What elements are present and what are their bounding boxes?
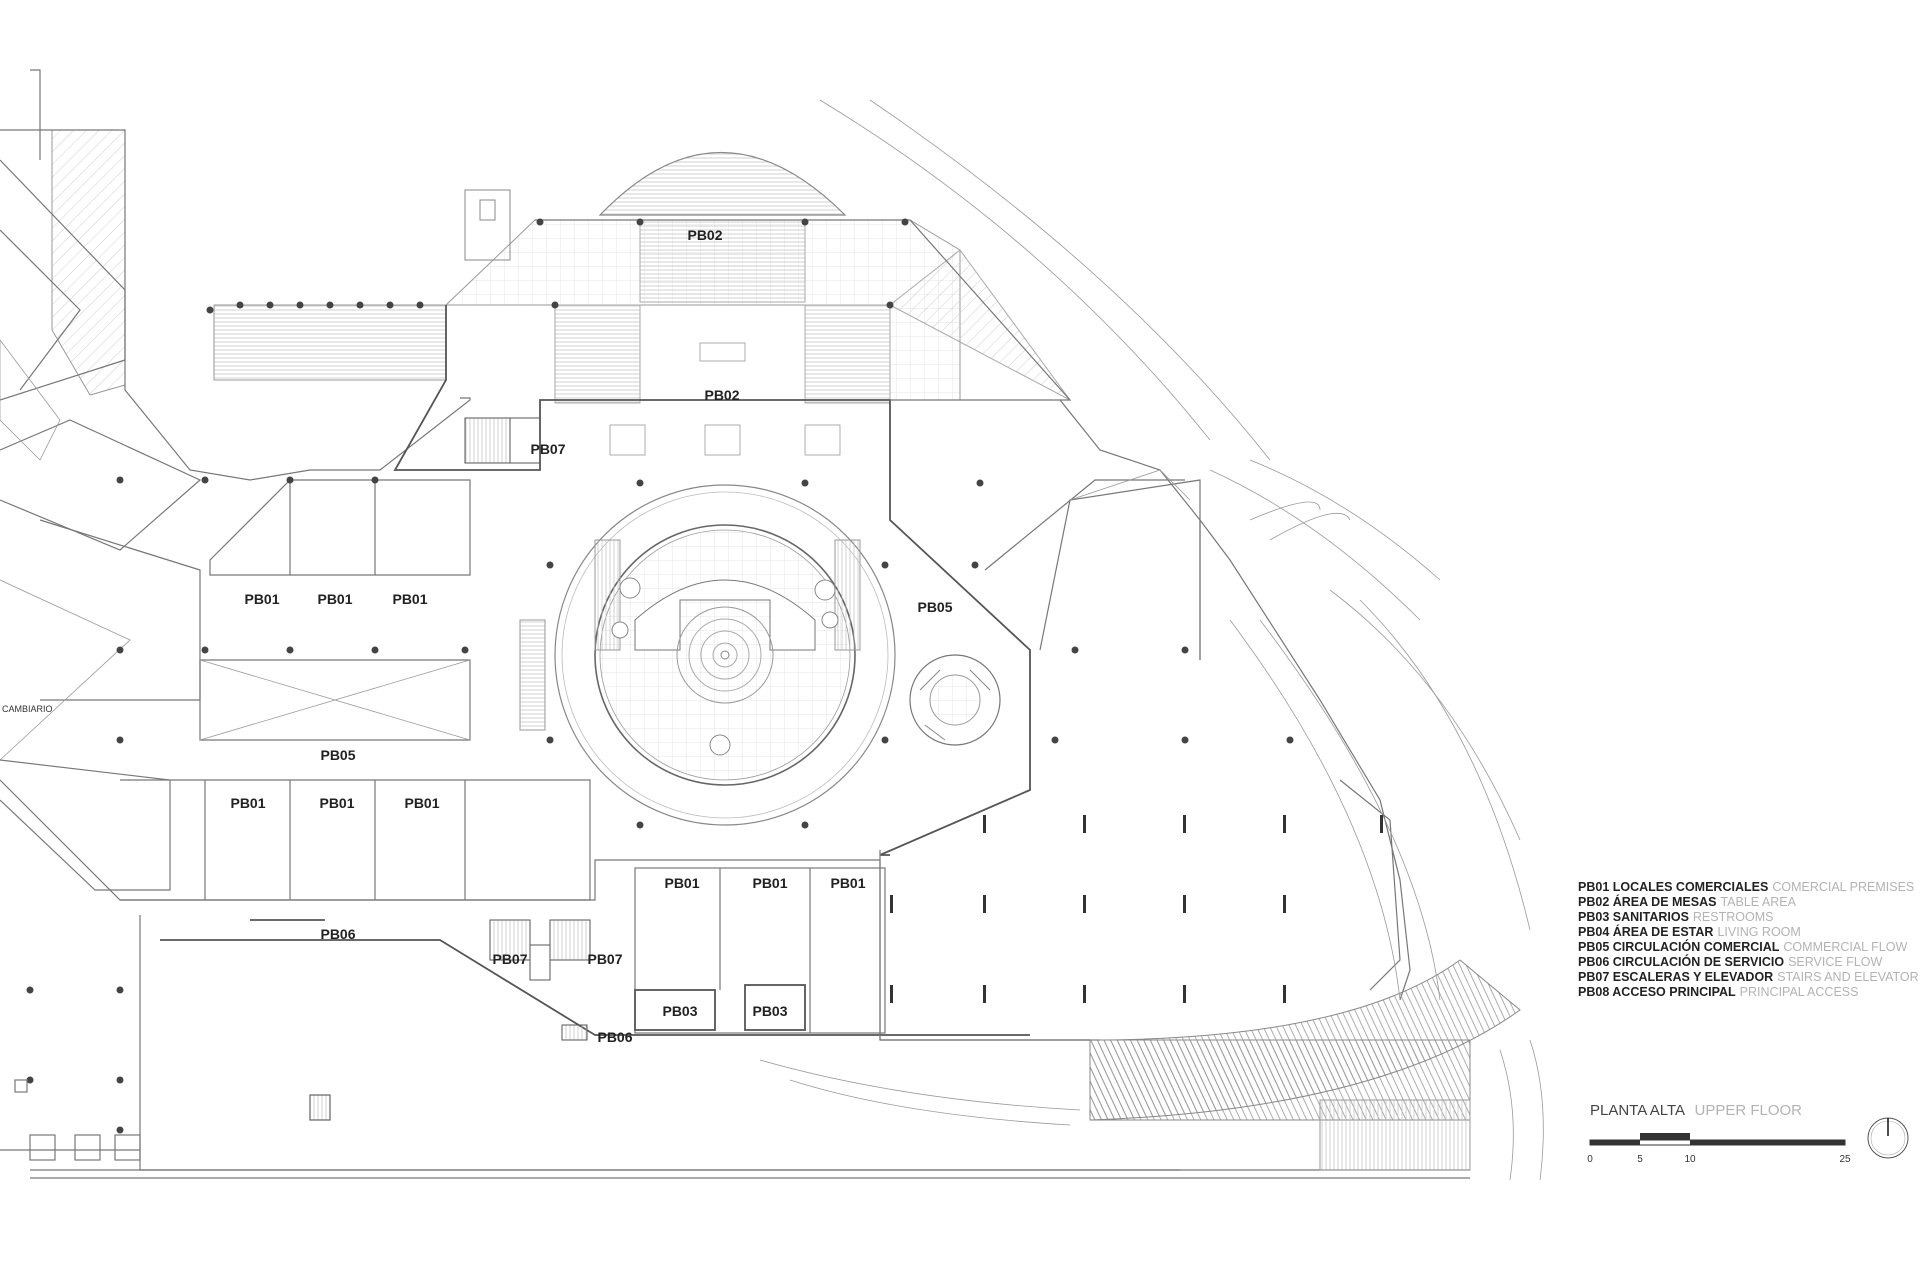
legend-item: PB01 LOCALES COMERCIALES COMERCIAL PREMIS… xyxy=(1578,880,1914,894)
room-label: PB05 xyxy=(320,747,355,763)
legend-english: TABLE AREA xyxy=(1720,895,1796,909)
left-wing xyxy=(0,69,202,891)
cambiario-annotation: CAMBIARIO xyxy=(2,704,53,714)
room-label: PB01 xyxy=(404,795,439,811)
legend-code: PB04 ÁREA DE ESTAR xyxy=(1578,924,1713,939)
shops-lower-left xyxy=(120,779,591,921)
legend-code: PB06 CIRCULACIÓN DE SERVICIO xyxy=(1578,954,1784,969)
room-label: PB05 xyxy=(917,599,952,615)
column-bars xyxy=(309,815,1383,1121)
perimeter-curves xyxy=(759,99,1544,1181)
scale-label: 10 xyxy=(1684,1154,1696,1165)
legend-item: PB04 ÁREA DE ESTAR LIVING ROOM xyxy=(1578,924,1801,939)
svg-text:PLANTA ALTA UPPER FLOOR: PLANTA ALTA UPPER FLOOR xyxy=(1590,1102,1802,1119)
inner-shops xyxy=(634,867,886,1034)
right-blocks xyxy=(879,469,1521,1171)
room-label: PB02 xyxy=(687,227,722,243)
room-label: PB03 xyxy=(752,1003,787,1019)
legend-item: PB03 SANITARIOS RESTROOMS xyxy=(1578,910,1773,924)
legend-item: PB02 ÁREA DE MESAS TABLE AREA xyxy=(1578,894,1797,909)
legend-english: LIVING ROOM xyxy=(1717,925,1800,939)
legend-english: SERVICE FLOW xyxy=(1788,955,1882,969)
legend-code: PB08 ACCESO PRINCIPAL xyxy=(1578,985,1736,999)
room-label: PB01 xyxy=(830,875,865,891)
legend-english: PRINCIPAL ACCESS xyxy=(1740,985,1859,999)
graphic-scale: 0 5 10 25 xyxy=(1587,1133,1851,1165)
niches xyxy=(14,342,841,1161)
room-label: PB01 xyxy=(319,795,354,811)
legend-item: PB08 ACCESO PRINCIPAL PRINCIPAL ACCESS xyxy=(1578,985,1858,999)
scale-label: 5 xyxy=(1637,1154,1643,1165)
legend: PB01 LOCALES COMERCIALES COMERCIAL PREMIS… xyxy=(1578,880,1919,999)
legend-code: PB05 CIRCULACIÓN COMERCIAL xyxy=(1578,939,1780,954)
room-label: PB01 xyxy=(230,795,265,811)
room-label: PB07 xyxy=(587,951,622,967)
legend-item: PB07 ESCALERAS Y ELEVADOR STAIRS AND ELEV… xyxy=(1578,970,1919,984)
legend-item: PB06 CIRCULACIÓN DE SERVICIO SERVICE FLOW xyxy=(1578,954,1882,969)
building-walls xyxy=(0,129,1470,1179)
room-label: PB01 xyxy=(244,591,279,607)
room-labels: PB02 PB02 PB07 PB01 PB01 PB01 PB05 PB05 … xyxy=(2,227,953,1045)
room-label: PB02 xyxy=(704,387,739,403)
legend-english: COMERCIAL PREMISES xyxy=(1772,880,1914,894)
north-arrow-icon xyxy=(1867,1117,1909,1159)
room-label: PB07 xyxy=(492,951,527,967)
room-label: PB06 xyxy=(597,1029,632,1045)
shops-upper-left xyxy=(199,479,546,741)
room-label: PB07 xyxy=(530,441,565,457)
legend-code: PB03 SANITARIOS xyxy=(1578,910,1689,924)
secondary-rotunda xyxy=(909,654,1001,746)
legend-english: STAIRS AND ELEVATOR xyxy=(1777,970,1918,984)
title-es: PLANTA ALTA xyxy=(1590,1102,1685,1119)
legend-english: RESTROOMS xyxy=(1693,910,1774,924)
room-label: PB01 xyxy=(664,875,699,891)
room-label: PB06 xyxy=(320,926,355,942)
scale-label: 25 xyxy=(1839,1154,1851,1165)
room-label: PB01 xyxy=(317,591,352,607)
central-rotunda xyxy=(554,484,896,826)
legend-english: COMMERCIAL FLOW xyxy=(1783,940,1907,954)
stairs-elevators xyxy=(464,189,591,1041)
terraces xyxy=(51,129,1071,404)
legend-code: PB07 ESCALERAS Y ELEVADOR xyxy=(1578,970,1773,984)
plan-title: PLANTA ALTA UPPER FLOOR xyxy=(1590,1102,1802,1119)
room-label: PB01 xyxy=(392,591,427,607)
room-label: PB01 xyxy=(752,875,787,891)
title-en: UPPER FLOOR xyxy=(1695,1102,1803,1119)
legend-code: PB02 ÁREA DE MESAS xyxy=(1578,894,1716,909)
room-label: PB03 xyxy=(662,1003,697,1019)
legend-code: PB01 LOCALES COMERCIALES xyxy=(1578,880,1768,894)
columns xyxy=(26,218,1294,1134)
scale-label: 0 xyxy=(1587,1154,1593,1165)
